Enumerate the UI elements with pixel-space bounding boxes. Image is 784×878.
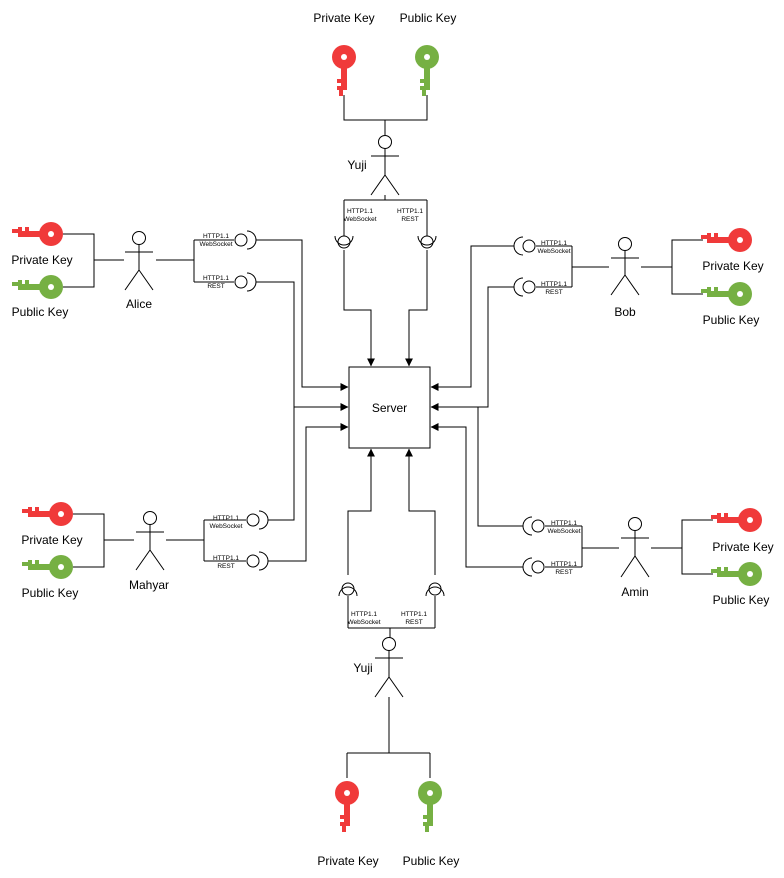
- svg-text:HTTP1.1: HTTP1.1: [351, 611, 377, 618]
- websocket-port-icon: [338, 582, 358, 597]
- actor-figure-icon: [374, 637, 404, 698]
- rest-port-icon: [234, 272, 257, 292]
- svg-text:HTTP1.1: HTTP1.1: [203, 233, 229, 240]
- svg-text:HTTP1.1: HTTP1.1: [397, 208, 423, 215]
- top-public-key-label: Public Key: [400, 11, 457, 25]
- svg-text:HTTP1.1: HTTP1.1: [541, 281, 567, 288]
- server-box: [348, 366, 431, 449]
- public-key-icon: [415, 45, 439, 96]
- svg-text:WebSocket: WebSocket: [537, 248, 570, 255]
- actor-group-top: Private Key Public Key Yuji HTTP1.1 WebS…: [313, 11, 457, 367]
- websocket-port-icon: [522, 516, 545, 536]
- actor-name-left: Alice: [126, 297, 152, 311]
- svg-text:REST: REST: [555, 569, 572, 576]
- websocket-port-icon: [234, 230, 257, 250]
- svg-text:HTTP1.1: HTTP1.1: [213, 555, 239, 562]
- rest-port-icon: [522, 557, 545, 577]
- svg-text:WebSocket: WebSocket: [547, 528, 580, 535]
- actor-group-bottom-left: Private Key Public Key Mahyar HTTP1.1 We…: [21, 407, 349, 600]
- actor-group-bottom: HTTP1.1 WebSocket HTTP1.1 REST Yuji Priv…: [317, 448, 460, 868]
- rest-port-icon: [425, 582, 445, 597]
- rest-port-icon: [417, 235, 437, 249]
- actor-figure-icon: [124, 231, 154, 291]
- svg-text:REST: REST: [545, 289, 562, 296]
- svg-text:REST: REST: [401, 216, 418, 223]
- svg-text:REST: REST: [217, 563, 234, 570]
- private-key-icon: [701, 228, 752, 252]
- svg-text:WebSocket: WebSocket: [343, 216, 376, 223]
- server-label: Server: [372, 401, 407, 415]
- svg-text:WebSocket: WebSocket: [347, 619, 380, 626]
- websocket-port-icon: [513, 236, 536, 256]
- public-key-icon: [22, 555, 73, 579]
- actor-figure-icon: [370, 135, 400, 196]
- bottom-left-public-key-label: Public Key: [22, 586, 79, 600]
- rest-port-icon: [246, 551, 269, 571]
- websocket-port-icon: [334, 235, 354, 249]
- bottom-public-key-label: Public Key: [403, 854, 460, 868]
- private-key-icon: [335, 781, 359, 832]
- public-key-icon: [701, 282, 752, 306]
- svg-text:HTTP1.1: HTTP1.1: [347, 208, 373, 215]
- svg-text:HTTP1.1: HTTP1.1: [551, 520, 577, 527]
- actor-group-bottom-right: Private Key Public Key Amin HTTP1.1 WebS…: [430, 407, 774, 607]
- svg-text:HTTP1.1: HTTP1.1: [541, 240, 567, 247]
- actor-name-right: Bob: [614, 305, 636, 319]
- svg-text:HTTP1.1: HTTP1.1: [213, 515, 239, 522]
- private-key-icon: [332, 45, 356, 96]
- server-node: Server: [348, 366, 431, 449]
- left-public-key-label: Public Key: [12, 305, 69, 319]
- private-key-icon: [22, 502, 73, 526]
- actor-name-bottom-left: Mahyar: [129, 578, 169, 592]
- public-key-icon: [711, 562, 762, 586]
- actor-figure-icon: [610, 237, 640, 296]
- bottom-right-private-key-label: Private Key: [712, 540, 773, 554]
- svg-text:WebSocket: WebSocket: [199, 241, 232, 248]
- bottom-right-public-key-label: Public Key: [713, 593, 770, 607]
- top-private-key-label: Private Key: [313, 11, 374, 25]
- bottom-left-private-key-label: Private Key: [21, 533, 82, 547]
- actor-name-top: Yuji: [347, 158, 366, 172]
- svg-text:HTTP1.1: HTTP1.1: [203, 275, 229, 282]
- svg-text:HTTP1.1: HTTP1.1: [551, 561, 577, 568]
- websocket-port-icon: [246, 510, 269, 530]
- svg-text:WebSocket: WebSocket: [209, 523, 242, 530]
- public-key-icon: [418, 781, 442, 832]
- actor-figure-icon: [135, 511, 165, 571]
- public-key-icon: [12, 275, 63, 299]
- rest-port-icon: [513, 277, 536, 297]
- right-public-key-label: Public Key: [703, 313, 760, 327]
- actor-name-bottom-right: Amin: [621, 585, 648, 599]
- right-private-key-label: Private Key: [702, 259, 763, 273]
- svg-text:REST: REST: [405, 619, 422, 626]
- actor-group-right: Private Key Public Key Bob HTTP1.1 WebSo…: [430, 228, 764, 411]
- private-key-icon: [711, 508, 762, 532]
- actor-name-bottom: Yuji: [353, 661, 372, 675]
- left-private-key-label: Private Key: [11, 253, 72, 267]
- svg-text:REST: REST: [207, 283, 224, 290]
- bottom-private-key-label: Private Key: [317, 854, 378, 868]
- private-key-icon: [12, 222, 63, 246]
- svg-text:HTTP1.1: HTTP1.1: [401, 611, 427, 618]
- actor-group-left: Private Key Public Key Alice HTTP1.1 Web…: [11, 222, 349, 411]
- actor-figure-icon: [620, 517, 650, 578]
